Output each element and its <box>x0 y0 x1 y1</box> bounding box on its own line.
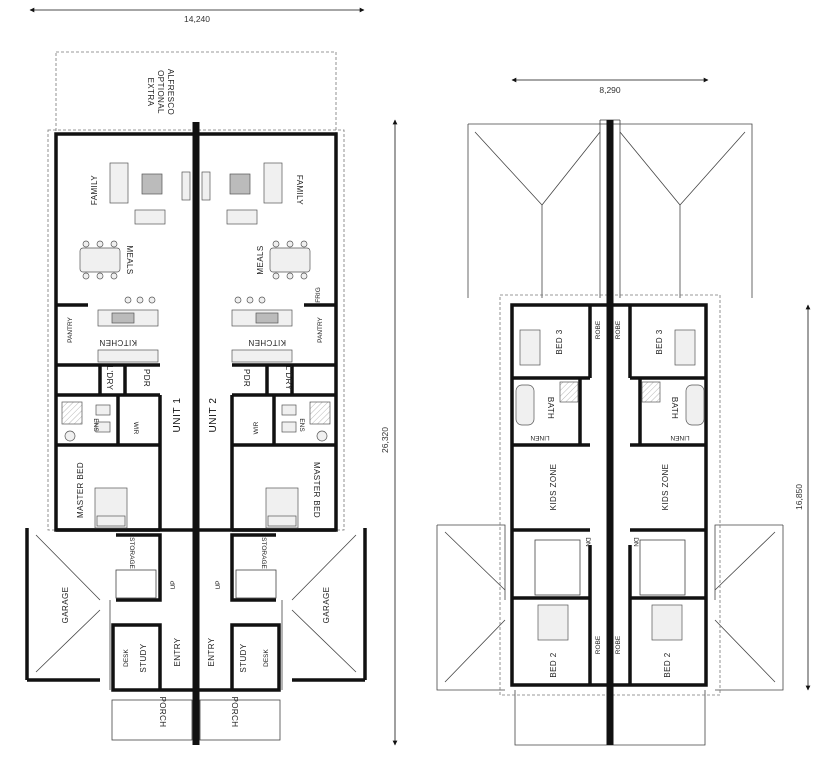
bed2-label-right: BED 2 <box>663 652 672 677</box>
bed2-right <box>651 604 683 641</box>
pantry-label-unit2: PANTRY <box>317 316 324 342</box>
porch-label-unit2: PORCH <box>230 697 239 728</box>
fridge-label: FRIG <box>315 287 322 303</box>
meals-table-unit1 <box>79 240 121 280</box>
porch-unit1 <box>111 699 193 741</box>
garage-label-unit2: GARAGE <box>322 587 331 624</box>
upper-floor-plan: BED 3 ROBE BATH LINEN KIDS ZONE DN BED 2… <box>436 119 784 746</box>
desk-label-unit2: DESK <box>263 648 270 666</box>
laundry-label-unit1: L'DRY <box>105 366 114 391</box>
bed3-right <box>674 329 696 366</box>
ground-depth-dimension: 26,320 <box>380 119 398 746</box>
kids-zone-label-right: KIDS ZONE <box>661 464 670 511</box>
master-bed-unit1 <box>94 487 128 529</box>
upper-outer-wall <box>510 303 708 687</box>
laundry-label-unit2: L'DRY <box>284 366 293 391</box>
alfresco-area <box>55 51 337 135</box>
wir-label-unit2: WIR <box>253 421 260 434</box>
upper-stair-left <box>534 539 581 596</box>
kitchen-island-unit1 <box>97 296 159 363</box>
wir-label-unit1: WIR <box>132 422 139 435</box>
desk-label-unit1: DESK <box>123 648 130 666</box>
stair-unit2 <box>235 569 277 599</box>
ground-depth-label: 26,320 <box>380 427 390 453</box>
robe-label-bed2-left: ROBE <box>595 635 602 654</box>
shower-left <box>559 381 579 403</box>
entry-label-unit2: ENTRY <box>207 637 216 666</box>
family-sofa-unit1 <box>109 162 191 225</box>
kids-zone-label-left: KIDS ZONE <box>549 464 558 511</box>
upper-depth-dimension: 16,850 <box>794 304 811 691</box>
garage-label-unit1: GARAGE <box>61 587 70 624</box>
bed3-left <box>519 329 541 366</box>
study-label-unit2: STUDY <box>239 643 248 672</box>
upper-width-label: 8,290 <box>599 85 621 95</box>
bed3-label-left: BED 3 <box>555 329 564 354</box>
robe-label-bed2-right: ROBE <box>615 635 622 654</box>
master-bed-label-unit1: MASTER BED <box>76 462 85 518</box>
master-bed-label-unit2: MASTER BED <box>312 462 321 518</box>
dn-label-right: DN <box>632 537 639 547</box>
up-label-unit2: UP <box>215 580 222 589</box>
porch-unit2 <box>199 699 281 741</box>
family-sofa-unit2 <box>201 162 283 225</box>
upper-stair-right <box>639 539 686 596</box>
roof-outline-top <box>467 123 753 298</box>
bed2-left <box>537 604 569 641</box>
pdr-label-unit1: PDR <box>142 369 151 387</box>
meals-table-unit2 <box>269 240 311 280</box>
stair-unit1 <box>115 569 157 599</box>
ensuite-fixtures-unit1 <box>61 401 111 442</box>
storage-label-unit2: STORAGE <box>260 537 267 569</box>
kitchen-label-unit2: KITCHEN <box>248 338 286 347</box>
kitchen-label-unit1: KITCHEN <box>99 338 137 347</box>
ensuite-label-unit2: ENS <box>298 418 305 432</box>
bath-label-left: BATH <box>546 397 555 419</box>
porch-label-unit1: PORCH <box>158 697 167 728</box>
entry-label-unit1: ENTRY <box>173 637 182 666</box>
unit1-label: UNIT 1 <box>172 397 183 432</box>
ground-width-dimension: 14,240 <box>29 7 365 24</box>
dn-label-left: DN <box>584 537 591 547</box>
unit2-label: UNIT 2 <box>208 397 219 432</box>
storage-label-unit1: STORAGE <box>128 537 135 569</box>
ground-width-label: 14,240 <box>184 14 210 24</box>
robe-label-bed3-right: ROBE <box>615 320 622 339</box>
ensuite-fixtures-unit2 <box>281 401 331 442</box>
ground-floor-plan: ALFRESCO OPTIONAL EXTRA <box>25 51 367 745</box>
kitchen-island-unit2 <box>231 296 293 363</box>
bath-tub-left <box>515 384 535 426</box>
upper-width-dimension: 8,290 <box>511 77 709 95</box>
family-label-unit1: FAMILY <box>90 175 99 206</box>
svg-text:EXTRA: EXTRA <box>146 78 155 107</box>
master-bed-unit2 <box>265 487 299 529</box>
alfresco-label: ALFRESCO OPTIONAL EXTRA <box>146 69 175 115</box>
ensuite-label-unit1: ENS <box>92 418 99 432</box>
upper-depth-label: 16,850 <box>794 484 804 510</box>
linen-label-left: LINEN <box>530 434 549 441</box>
bath-label-right: BATH <box>670 397 679 419</box>
robe-label-bed3-left: ROBE <box>595 320 602 339</box>
linen-label-right: LINEN <box>670 434 689 441</box>
pantry-label-unit1: PANTRY <box>67 316 74 342</box>
svg-text:ALFRESCO: ALFRESCO <box>166 69 175 115</box>
study-label-unit1: STUDY <box>139 643 148 672</box>
svg-text:OPTIONAL: OPTIONAL <box>156 70 165 114</box>
meals-label-unit1: MEALS <box>125 245 134 274</box>
shower-right <box>641 381 661 403</box>
up-label-unit1: UP <box>170 580 177 589</box>
bath-tub-right <box>685 384 705 426</box>
bed2-label-left: BED 2 <box>549 652 558 677</box>
bed3-label-right: BED 3 <box>655 329 664 354</box>
meals-label-unit2: MEALS <box>256 245 265 274</box>
pdr-label-unit2: PDR <box>242 369 251 387</box>
family-label-unit2: FAMILY <box>295 175 304 206</box>
